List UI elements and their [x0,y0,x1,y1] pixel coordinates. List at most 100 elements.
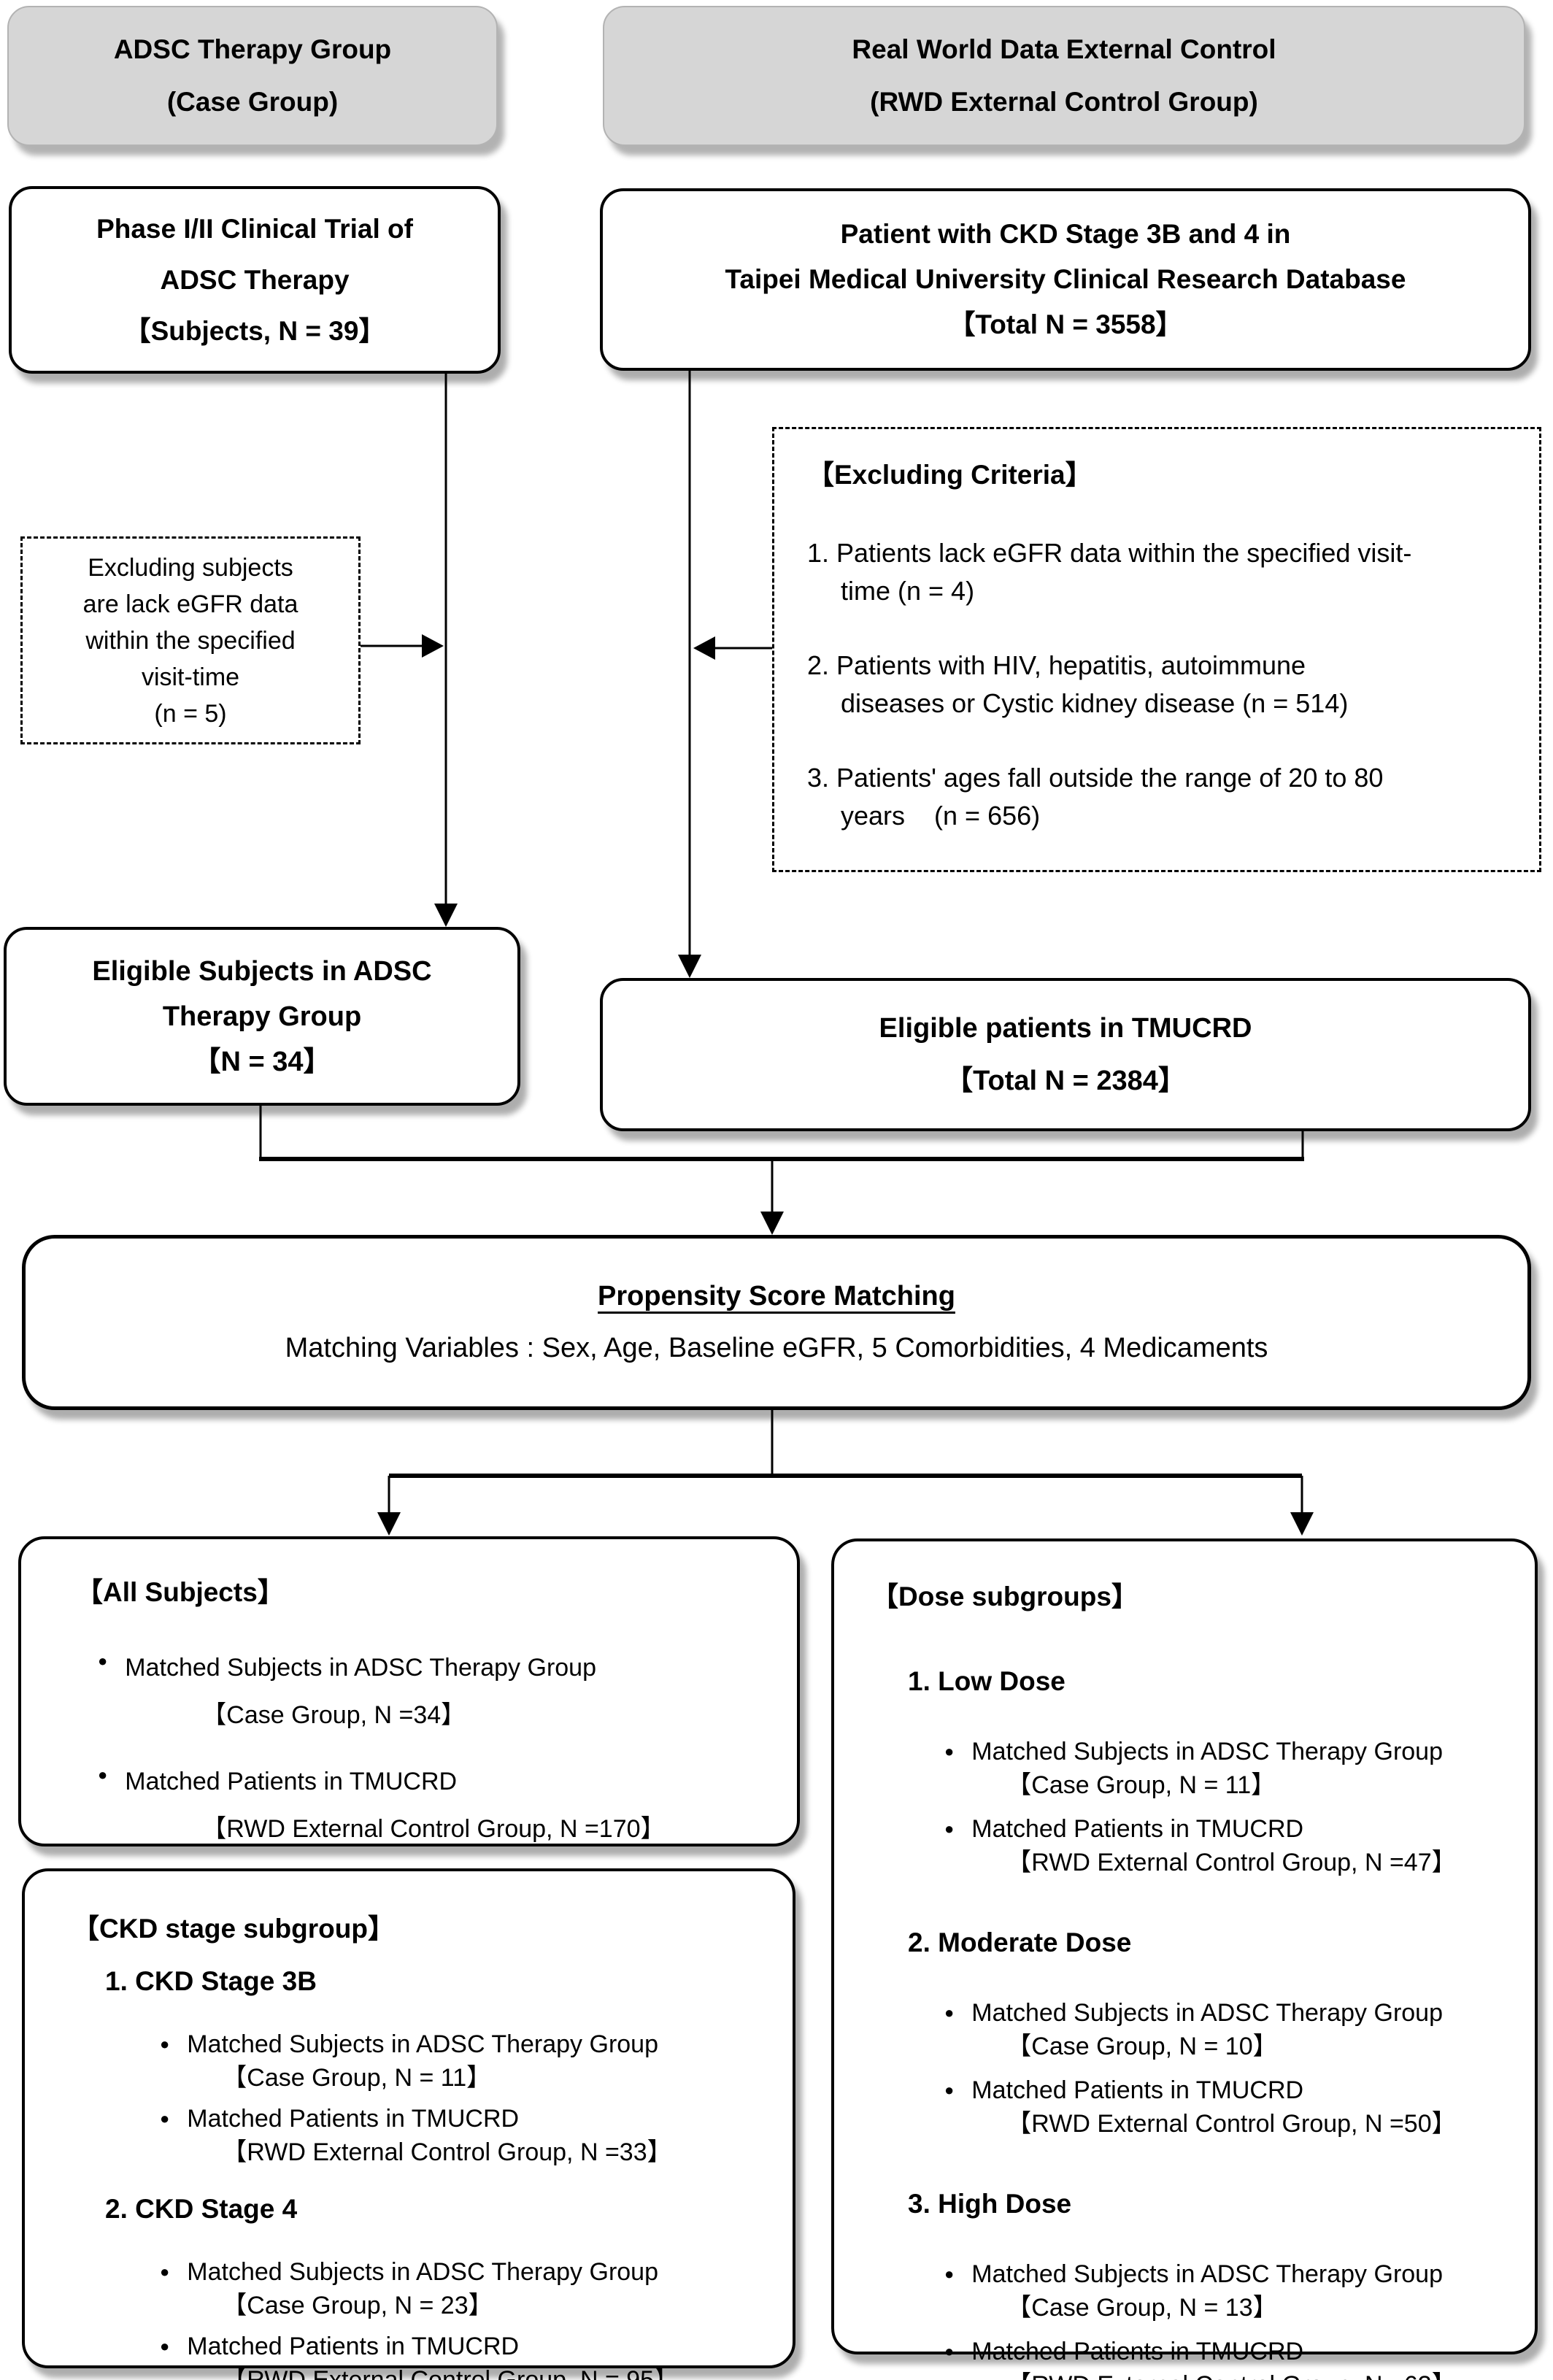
ckd-3b-bullet-1-text: Matched Subjects in ADSC Therapy Group [187,2030,658,2058]
dose-high-bullet-2-text: Matched Patients in TMUCRD [971,2338,1304,2365]
eligible-case-count: 【N = 34】 [193,1046,331,1077]
arrowhead-down-eligible-rwd [678,955,701,978]
dose-low-bullet-1-text: Matched Subjects in ADSC Therapy Group [971,1738,1443,1765]
exclusion-note-line2: are lack eGFR data [82,590,298,618]
node-tmucrd-count: 【Total N = 3558】 [948,309,1183,339]
arrowhead-down-all-subjects [377,1512,401,1536]
all-subjects-title: 【All Subjects】 [76,1577,285,1607]
dose-moderate-heading: 2. Moderate Dose [908,1928,1132,1957]
header-case-line2: (Case Group) [166,87,339,117]
ckd-3b-heading: 1. CKD Stage 3B [105,1966,317,1996]
node-clinical-trial-line1: Phase I/II Clinical Trial of [96,213,413,244]
dose-moderate-bullet-1: ● Matched Subjects in ADSC Therapy Group… [944,1996,1517,2063]
node-ckd-stage-subgroup: 【CKD stage subgroup】 1. CKD Stage 3B ● M… [22,1868,795,2380]
criteria-1-line1: 1. Patients lack eGFR data within the sp… [807,538,1412,568]
exclusion-note-line4: visit-time [141,663,240,691]
node-all-subjects: 【All Subjects】 ● Matched Subjects in ADS… [18,1536,800,1846]
node-tmucrd-line1: Patient with CKD Stage 3B and 4 in [840,219,1291,249]
ckd-4-bullet-2-text: Matched Patients in TMUCRD [187,2333,520,2360]
criteria-3-line2: years (n = 656) [841,801,1041,831]
eligible-rwd-line1: Eligible patients in TMUCRD [879,1013,1252,1044]
exclusion-note-line3: within the specified [85,626,296,655]
ckd-3b-bullet-1: ● Matched Subjects in ADSC Therapy Group… [160,2027,774,2095]
bullet-icon: ● [944,1819,955,1838]
dose-high-heading: 3. High Dose [908,2189,1072,2219]
bullet-icon: ● [944,2003,955,2022]
excluding-criteria-item: 3. Patients' ages fall outside the range… [807,759,1510,835]
node-excluding-criteria: 【Excluding Criteria】 1. Patients lack eG… [772,427,1541,872]
all-subjects-bullet-1: ● Matched Subjects in ADSC Therapy Group… [98,1644,775,1739]
bullet-icon: ● [944,2081,955,2099]
bullet-icon: ● [98,1765,108,1784]
ckd-4-bullet-2-note: 【RWD External Control Group, N = 95】 [222,2366,679,2380]
header-rwd-line2: (RWD External Control Group) [870,87,1258,117]
dose-moderate-bullet-1-text: Matched Subjects in ADSC Therapy Group [971,1999,1443,2027]
exclusion-note-line1: Excluding subjects [88,553,293,582]
dose-high-bullet-1: ● Matched Subjects in ADSC Therapy Group… [944,2257,1517,2325]
header-case-group: ADSC Therapy Group (Case Group) [7,6,498,146]
dose-high-bullet-2-note: 【RWD External Control Group, N =63】 [1006,2368,1456,2380]
ckd-4-bullet-1-note: 【Case Group, N = 23】 [222,2292,493,2319]
arrowhead-right-exclusion [422,634,444,658]
criteria-3-line1: 3. Patients' ages fall outside the range… [807,763,1384,793]
bullet-icon: ● [160,2109,170,2127]
header-rwd-line1: Real World Data External Control [852,34,1276,64]
header-rwd-group: Real World Data External Control (RWD Ex… [603,6,1525,146]
criteria-1-line2: time (n = 4) [841,576,975,606]
all-subjects-bullet-1-note: 【Case Group, N =34】 [201,1701,466,1729]
dose-moderate-bullet-1-note: 【Case Group, N = 10】 [1006,2033,1278,2060]
eligible-rwd-count: 【Total N = 2384】 [945,1066,1186,1096]
ckd-3b-bullet-1-note: 【Case Group, N = 11】 [222,2064,492,2092]
excluding-criteria-item: 2. Patients with HIV, hepatitis, autoimm… [807,647,1510,723]
bullet-icon: ● [944,2342,955,2360]
dose-subgroups-title: 【Dose subgroups】 [871,1582,1138,1611]
ckd-4-heading: 2. CKD Stage 4 [105,2194,298,2224]
ckd-4-bullet-1-text: Matched Subjects in ADSC Therapy Group [187,2258,658,2286]
node-propensity-score-matching: Propensity Score Matching Matching Varia… [22,1235,1531,1410]
bullet-icon: ● [944,2265,955,2283]
node-exclusion-note: Excluding subjects are lack eGFR data wi… [20,536,361,744]
dose-high-bullet-1-text: Matched Subjects in ADSC Therapy Group [971,2260,1443,2288]
eligible-case-line2: Therapy Group [162,1001,362,1032]
bullet-icon: ● [944,1742,955,1760]
dose-high-bullet-2: ● Matched Patients in TMUCRD 【RWD Extern… [944,2335,1517,2380]
arrowhead-down-eligible-case [434,904,458,927]
excluding-criteria-title: 【Excluding Criteria】 [807,460,1093,490]
excluding-criteria-item: 1. Patients lack eGFR data within the sp… [807,534,1510,610]
dose-section-moderate: 2. Moderate Dose ● Matched Subjects in A… [871,1928,1517,2141]
ckd-4-bullet-1: ● Matched Subjects in ADSC Therapy Group… [160,2255,774,2322]
all-subjects-bullet-2-note: 【RWD External Control Group, N =170】 [201,1815,666,1843]
ckd-3b-bullet-2-text: Matched Patients in TMUCRD [187,2105,520,2133]
criteria-2-line1: 2. Patients with HIV, hepatitis, autoimm… [807,650,1306,680]
node-eligible-case: Eligible Subjects in ADSC Therapy Group … [4,927,520,1106]
bullet-icon: ● [160,2035,170,2053]
dose-low-bullet-1: ● Matched Subjects in ADSC Therapy Group… [944,1735,1517,1802]
dose-low-bullet-2: ● Matched Patients in TMUCRD 【RWD Extern… [944,1812,1517,1879]
node-tmucrd-database: Patient with CKD Stage 3B and 4 in Taipe… [600,188,1531,371]
all-subjects-bullet-2: ● Matched Patients in TMUCRD 【RWD Extern… [98,1758,775,1853]
ckd-section-4: 2. CKD Stage 4 ● Matched Subjects in ADS… [72,2194,774,2380]
arrowhead-down-dose [1290,1512,1314,1536]
dose-moderate-bullet-2-note: 【RWD External Control Group, N =50】 [1006,2110,1457,2138]
bullet-icon: ● [160,2337,170,2355]
psm-matching-variables: Matching Variables : Sex, Age, Baseline … [285,1333,1268,1363]
dose-low-bullet-2-note: 【RWD External Control Group, N =47】 [1006,1849,1457,1876]
ckd-3b-bullet-2-note: 【RWD External Control Group, N =33】 [222,2138,672,2166]
eligible-case-line1: Eligible Subjects in ADSC [92,955,432,987]
header-case-line1: ADSC Therapy Group [113,34,392,64]
exclusion-note-line5: (n = 5) [154,699,227,728]
dose-moderate-bullet-2-text: Matched Patients in TMUCRD [971,2076,1304,2104]
dose-high-bullet-1-note: 【Case Group, N = 13】 [1006,2294,1278,2322]
node-dose-subgroups: 【Dose subgroups】 1. Low Dose ● Matched S… [831,1538,1538,2380]
psm-title: Propensity Score Matching [598,1281,955,1312]
node-tmucrd-line2: Taipei Medical University Clinical Resea… [725,264,1406,294]
dose-low-bullet-2-text: Matched Patients in TMUCRD [971,1815,1304,1843]
bullet-icon: ● [160,2262,170,2281]
dose-low-bullet-1-note: 【Case Group, N = 11】 [1006,1771,1276,1799]
ckd-3b-bullet-2: ● Matched Patients in TMUCRD 【RWD Extern… [160,2102,774,2169]
ckd-4-bullet-2: ● Matched Patients in TMUCRD 【RWD Extern… [160,2330,774,2380]
node-clinical-trial-line2: ADSC Therapy [160,264,350,295]
node-clinical-trial-count: 【Subjects, N = 39】 [123,315,386,346]
